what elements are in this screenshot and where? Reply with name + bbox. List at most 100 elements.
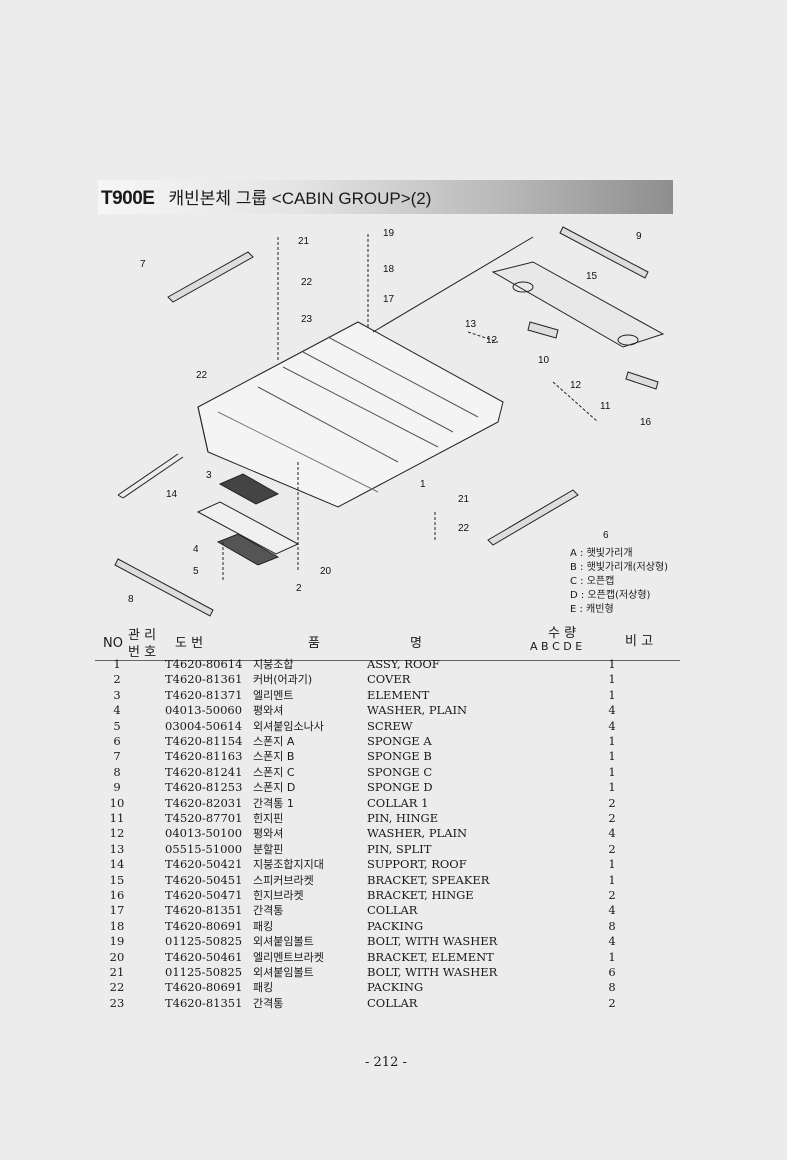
part-name-kr: 힌지브라켓 <box>253 889 304 902</box>
part-qty: 1 <box>608 749 616 764</box>
hinge-bracket-10 <box>527 321 559 339</box>
part-no: 2 <box>113 672 121 687</box>
legend-item: C : 오픈캡 <box>570 576 615 587</box>
part-code: T4620-50471 <box>165 888 243 902</box>
part-qty: 6 <box>608 965 616 979</box>
part-no: 21 <box>109 965 125 979</box>
part-code: T4620-81371 <box>165 687 243 702</box>
part-qty: 2 <box>608 795 616 810</box>
header-no: NO <box>103 636 123 651</box>
part-qty: 1 <box>608 672 616 687</box>
part-qty: 8 <box>608 918 616 933</box>
callout-22a: 22 <box>301 277 313 288</box>
part-no: 19 <box>109 934 125 949</box>
part-name-kr: 외셔붙임소나사 <box>253 719 324 733</box>
part-code: 01125-50825 <box>165 934 243 949</box>
part-code: T4620-81253 <box>165 780 243 795</box>
table-row: 3 T4620-81371 엘리멘트 ELEMENT 1 <box>95 688 680 703</box>
part-code: T4620-50451 <box>165 872 243 887</box>
callout-15: 15 <box>586 271 598 282</box>
callout-9: 9 <box>636 231 642 242</box>
part-name-kr: 스폰지 C <box>253 765 295 779</box>
part-name-en: PACKING <box>367 918 424 933</box>
part-qty: 1 <box>608 764 616 779</box>
part-qty: 1 <box>608 872 616 887</box>
part-name-kr: 간격통 1 <box>253 796 294 810</box>
part-name-kr: 평와셔 <box>253 827 284 841</box>
exploded-diagram: 21 19 18 17 23 22 7 9 15 13 12 10 22 12 … <box>114 226 665 617</box>
part-qty: 4 <box>608 703 616 718</box>
part-qty: 1 <box>608 949 616 964</box>
part-no: 1 <box>113 657 121 671</box>
header-mgmt: 관 리 <box>128 628 157 643</box>
part-name-en: SPONGE B <box>367 749 432 764</box>
part-name-kr: 외셔붙임볼트 <box>253 935 314 949</box>
sponge-b-bar <box>167 251 254 303</box>
part-name-kr: 스폰지 D <box>253 781 296 795</box>
callout-5: 5 <box>193 566 199 577</box>
part-name-kr: 스피커브라켓 <box>253 873 314 887</box>
part-code: T4620-80691 <box>165 980 243 995</box>
part-name-kr: 패킹 <box>253 919 274 933</box>
roof-support <box>117 453 184 499</box>
part-code: 01125-50825 <box>165 965 243 979</box>
part-qty: 2 <box>608 811 616 825</box>
header-drawing: 도 번 <box>175 636 204 651</box>
part-no: 15 <box>109 872 125 887</box>
page-number: - 212 - <box>365 1055 407 1070</box>
part-qty: 1 <box>608 857 616 872</box>
callout-23: 23 <box>301 314 313 325</box>
callout-3: 3 <box>206 470 212 481</box>
part-code: T4620-81154 <box>165 734 243 748</box>
callout-7: 7 <box>140 259 146 270</box>
part-name-en: BRACKET, HINGE <box>367 888 474 902</box>
part-name-en: BRACKET, ELEMENT <box>367 949 494 964</box>
callout-19: 19 <box>383 228 395 239</box>
callout-17: 17 <box>383 294 395 305</box>
part-name-en: SPONGE A <box>367 734 432 748</box>
part-no: 23 <box>109 995 125 1010</box>
callout-4: 4 <box>193 544 199 555</box>
speaker-bracket <box>491 261 665 348</box>
part-qty: 4 <box>608 826 616 841</box>
part-name-kr: 엘리멘트 <box>253 688 294 702</box>
part-no: 22 <box>109 980 125 995</box>
part-name-en: COLLAR <box>367 995 418 1010</box>
part-no: 3 <box>113 687 121 702</box>
callout-14: 14 <box>166 489 178 500</box>
part-code: 04013-50060 <box>165 703 243 718</box>
part-name-en: PACKING <box>367 980 424 995</box>
part-code: 05515-51000 <box>165 841 243 856</box>
legend-item: A : 햇빛가리개 <box>570 548 633 559</box>
part-qty: 1 <box>608 687 616 702</box>
callout-16: 16 <box>640 417 652 428</box>
part-no: 9 <box>113 780 121 795</box>
callout-11: 11 <box>600 401 611 412</box>
part-no: 8 <box>113 764 121 779</box>
callout-2: 2 <box>296 583 302 594</box>
group-title: 캐빈본체 그룹 <CABIN GROUP>(2) <box>168 189 432 208</box>
part-name-en: COLLAR 1 <box>367 795 429 810</box>
part-qty: 8 <box>608 980 616 995</box>
part-code: T4620-50421 <box>165 857 243 872</box>
part-no: 11 <box>109 811 125 825</box>
callout-22c: 22 <box>458 523 470 534</box>
part-no: 17 <box>109 903 125 918</box>
part-code: T4520-87701 <box>165 811 243 825</box>
header-name-right: 명 <box>410 636 422 651</box>
part-name-en: SUPPORT, ROOF <box>367 857 467 872</box>
part-name-en: ELEMENT <box>367 687 430 702</box>
part-name-en: WASHER, PLAIN <box>367 703 468 718</box>
part-name-en: ASSY, ROOF <box>367 657 440 671</box>
header-remarks: 비 고 <box>625 634 654 649</box>
part-qty: 4 <box>608 934 616 949</box>
